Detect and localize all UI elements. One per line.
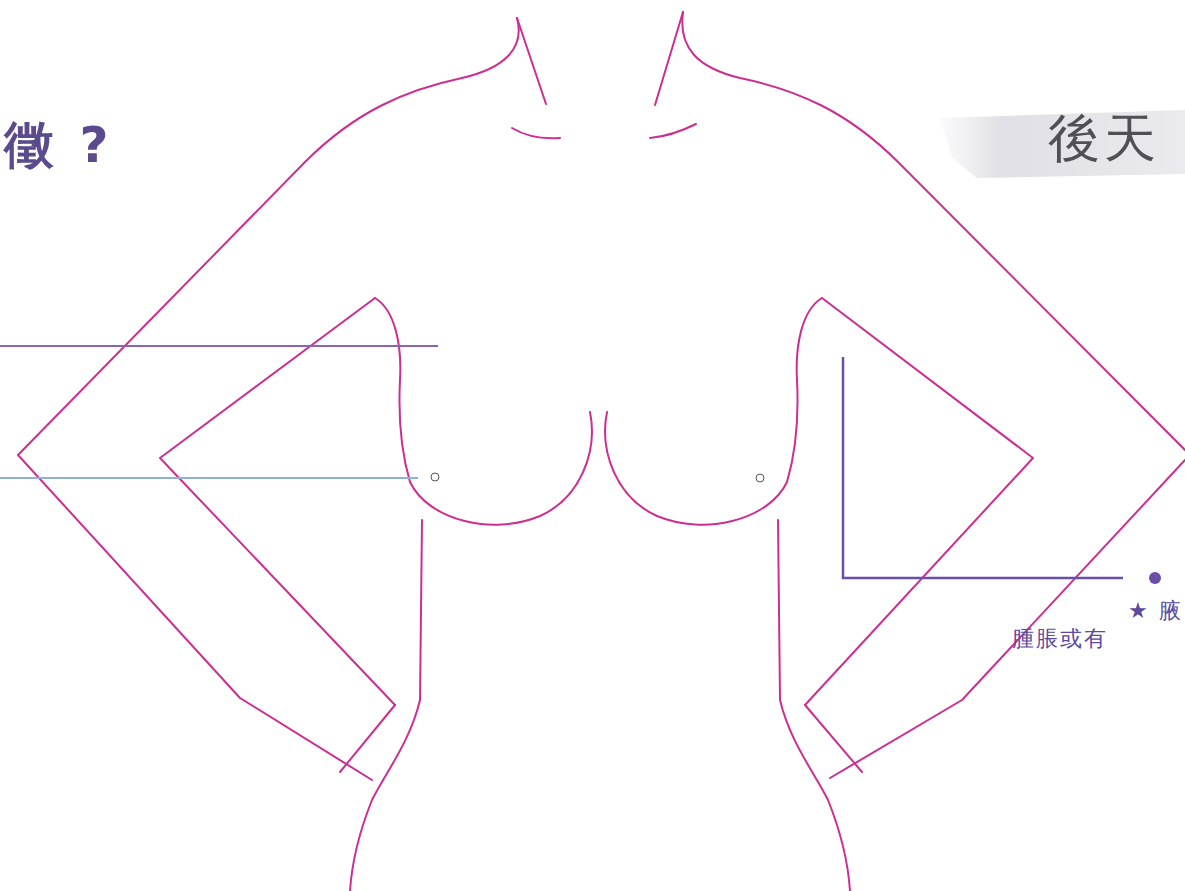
note-text: ★ 腋 — [1128, 596, 1183, 626]
body-outline — [18, 12, 1185, 891]
brush-banner: 後天 — [940, 102, 1185, 182]
nipple — [431, 473, 439, 481]
nipple — [756, 474, 764, 482]
leader-line — [0, 477, 418, 479]
banner-heading: 後天 — [1048, 104, 1160, 174]
leader-line — [843, 357, 1123, 578]
note-text: 腫脹或有 — [1012, 624, 1108, 654]
leader-dot — [1149, 572, 1161, 584]
title-text: 徵 ? — [4, 112, 112, 179]
leader-line — [0, 345, 438, 347]
